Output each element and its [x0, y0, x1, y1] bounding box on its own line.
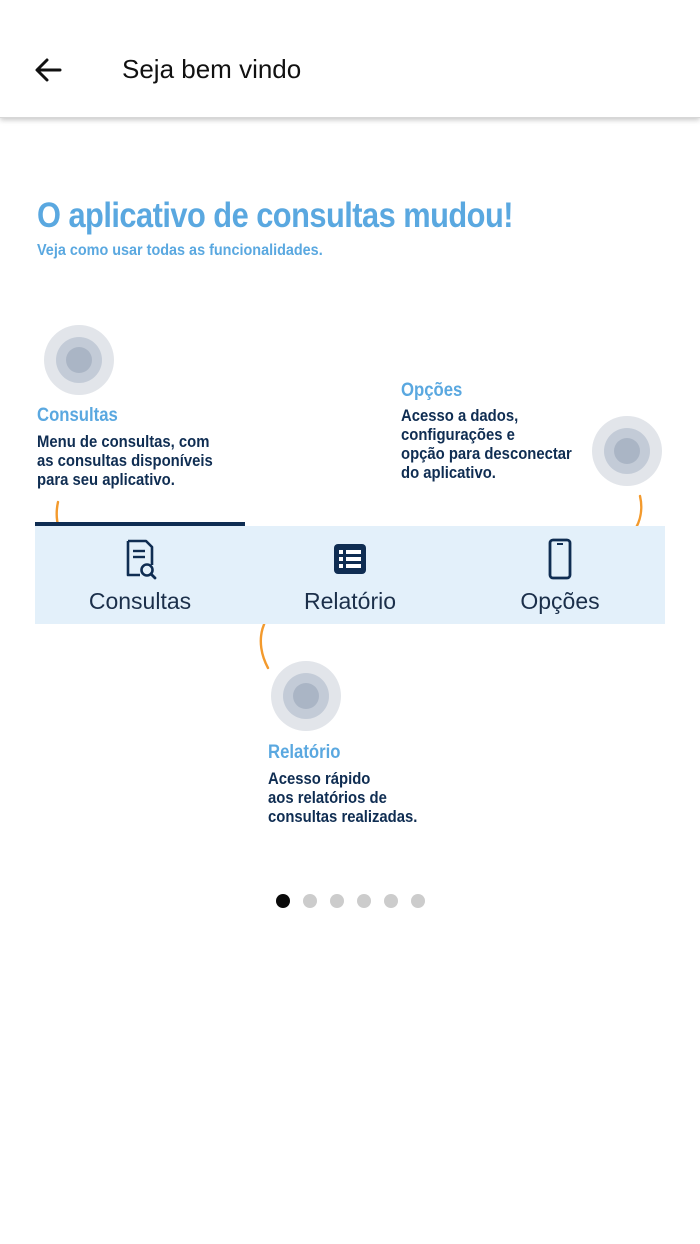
back-button[interactable]: [22, 44, 74, 96]
tab-relatorio[interactable]: Relatório: [245, 526, 455, 624]
tap-indicator-opcoes: [592, 416, 662, 486]
list-icon: [334, 544, 366, 574]
tab-label-opcoes: Opções: [520, 588, 600, 614]
page-indicator: [0, 894, 700, 908]
tab-label-consultas: Consultas: [88, 588, 192, 614]
page-dot[interactable]: [410, 894, 425, 908]
tab-opcoes[interactable]: Opções: [455, 526, 665, 624]
headline: O aplicativo de consultas mudou!: [37, 196, 514, 235]
page-dot[interactable]: [329, 894, 344, 908]
page-dot[interactable]: [302, 894, 317, 908]
arrow-left-icon: [35, 58, 62, 82]
callout-text-opcoes: Acesso a dados, configurações e opção pa…: [401, 407, 572, 482]
tab-selected-indicator: [35, 522, 245, 526]
tab-consultas[interactable]: Consultas: [35, 522, 245, 624]
callout-title-consultas: Consultas: [37, 405, 118, 426]
callout-title-relatorio: Relatório: [268, 742, 341, 763]
onboarding-slide[interactable]: O aplicativo de consultas mudou! Veja co…: [0, 118, 700, 938]
page-dot[interactable]: [275, 894, 290, 908]
tap-indicator-relatorio: [271, 661, 341, 731]
callout-text-consultas: Menu de consultas, com as consultas disp…: [37, 433, 213, 489]
page-dot[interactable]: [356, 894, 371, 908]
callout-text-relatorio: Acesso rápido aos relatórios de consulta…: [268, 770, 418, 826]
subheadline: Veja como usar todas as funcionalidades.: [37, 242, 323, 259]
document-search-icon: [126, 539, 157, 580]
tap-indicator-consultas: [44, 325, 114, 395]
callout-title-opcoes: Opções: [401, 380, 463, 401]
app-bar: Seja bem vindo: [0, 0, 700, 118]
page-dot[interactable]: [383, 894, 398, 908]
page-title: Seja bem vindo: [122, 54, 302, 84]
bottom-tab-bar: Consultas Relatório Opções: [35, 522, 665, 624]
tab-label-relatorio: Relatório: [303, 588, 397, 614]
smartphone-icon: [548, 538, 572, 580]
